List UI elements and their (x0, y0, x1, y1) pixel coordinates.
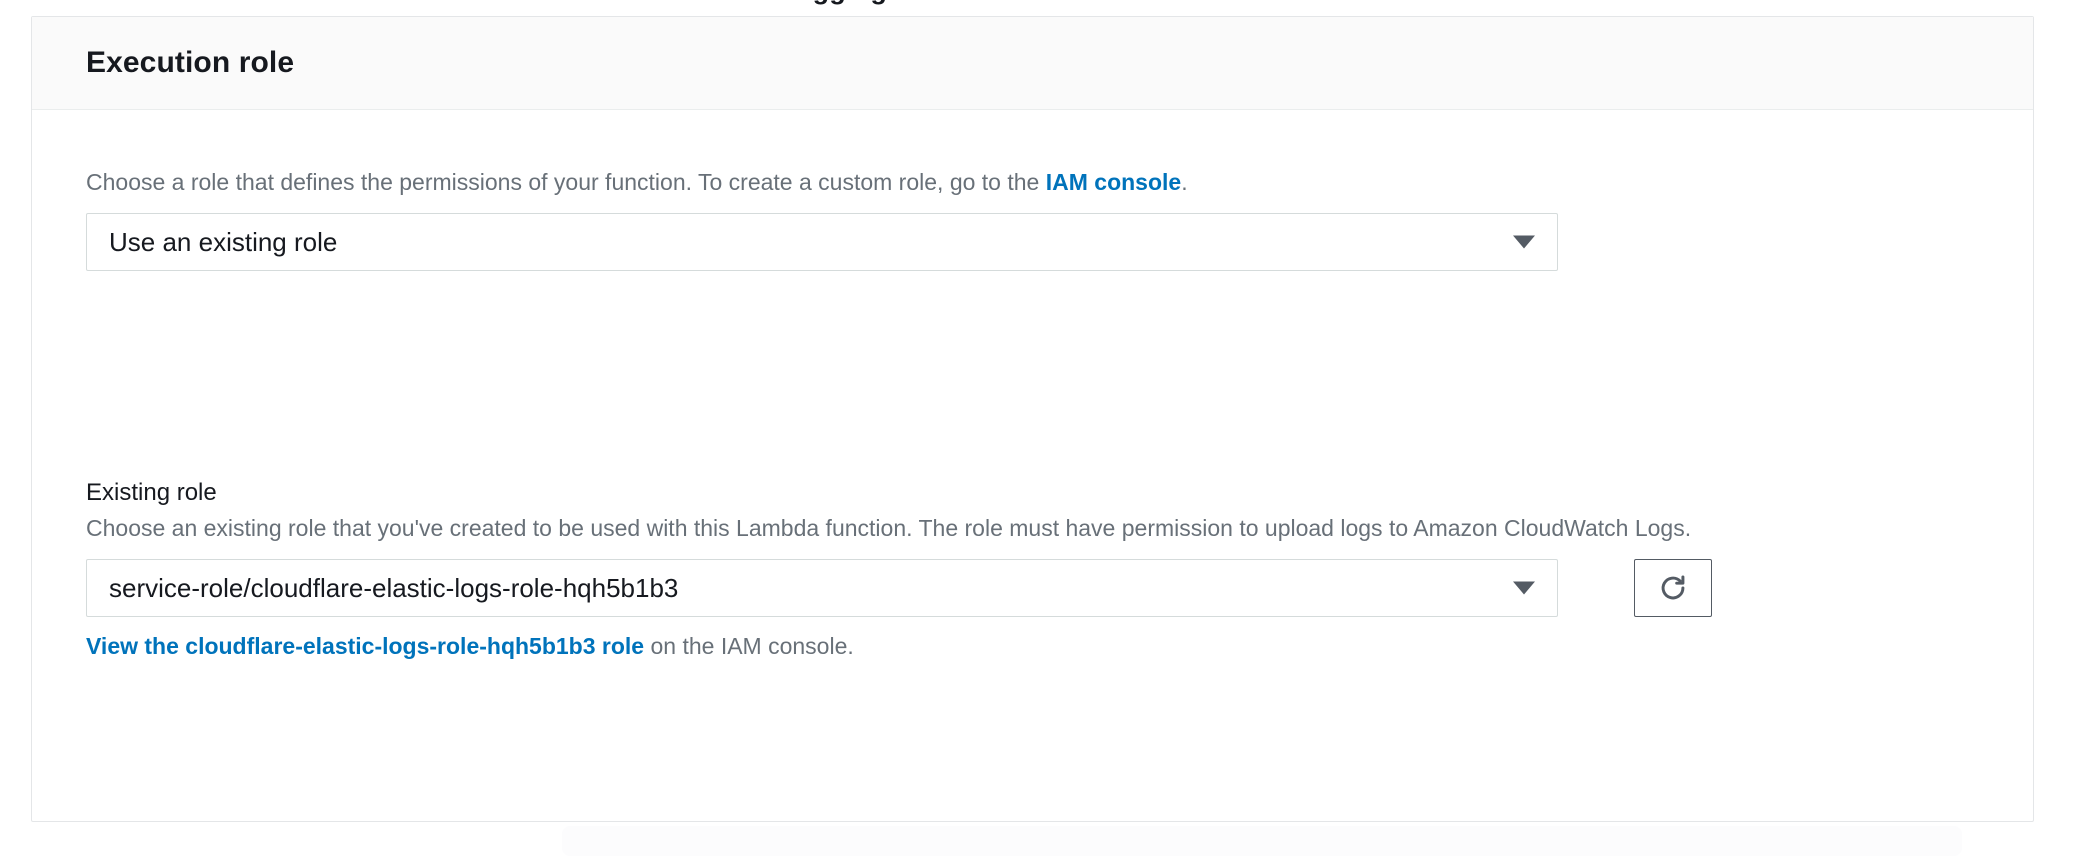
role-choice-help-prefix: Choose a role that defines the permissio… (86, 169, 1046, 195)
refresh-icon (1661, 575, 1685, 600)
existing-role-description: Choose an existing role that you've crea… (86, 515, 1692, 541)
view-role-suffix: on the IAM console. (644, 633, 854, 659)
execution-role-card: Execution role Choose a role that define… (31, 16, 2034, 822)
role-choice-help-suffix: . (1181, 169, 1188, 195)
refresh-roles-button[interactable] (1634, 559, 1712, 617)
cropped-heading-above: Lambda function logging (0, 0, 2088, 9)
view-role-help: View the cloudflare-elastic-logs-role-hq… (86, 629, 2046, 663)
role-choice-help: Choose a role that defines the permissio… (86, 165, 1558, 199)
existing-role-label: Existing role (86, 479, 217, 506)
card-header: Execution role (32, 17, 2033, 110)
page-title: Execution role (86, 46, 295, 79)
existing-role-block: Existing role Choose an existing role th… (86, 477, 2046, 663)
role-choice-select-value: Use an existing role (109, 226, 338, 257)
existing-role-select[interactable]: service-role/cloudflare-elastic-logs-rol… (86, 559, 1558, 617)
existing-role-select-value: service-role/cloudflare-elastic-logs-rol… (109, 572, 679, 603)
iam-console-link[interactable]: IAM console (1045, 169, 1182, 195)
chevron-down-icon (1513, 235, 1535, 249)
view-role-link[interactable]: View the cloudflare-elastic-logs-role-hq… (86, 633, 645, 659)
chevron-down-icon (1513, 581, 1535, 595)
below-card-ghost-element (562, 826, 1962, 856)
role-choice-block: Choose a role that defines the permissio… (86, 165, 1558, 271)
role-choice-select[interactable]: Use an existing role (86, 213, 1558, 271)
